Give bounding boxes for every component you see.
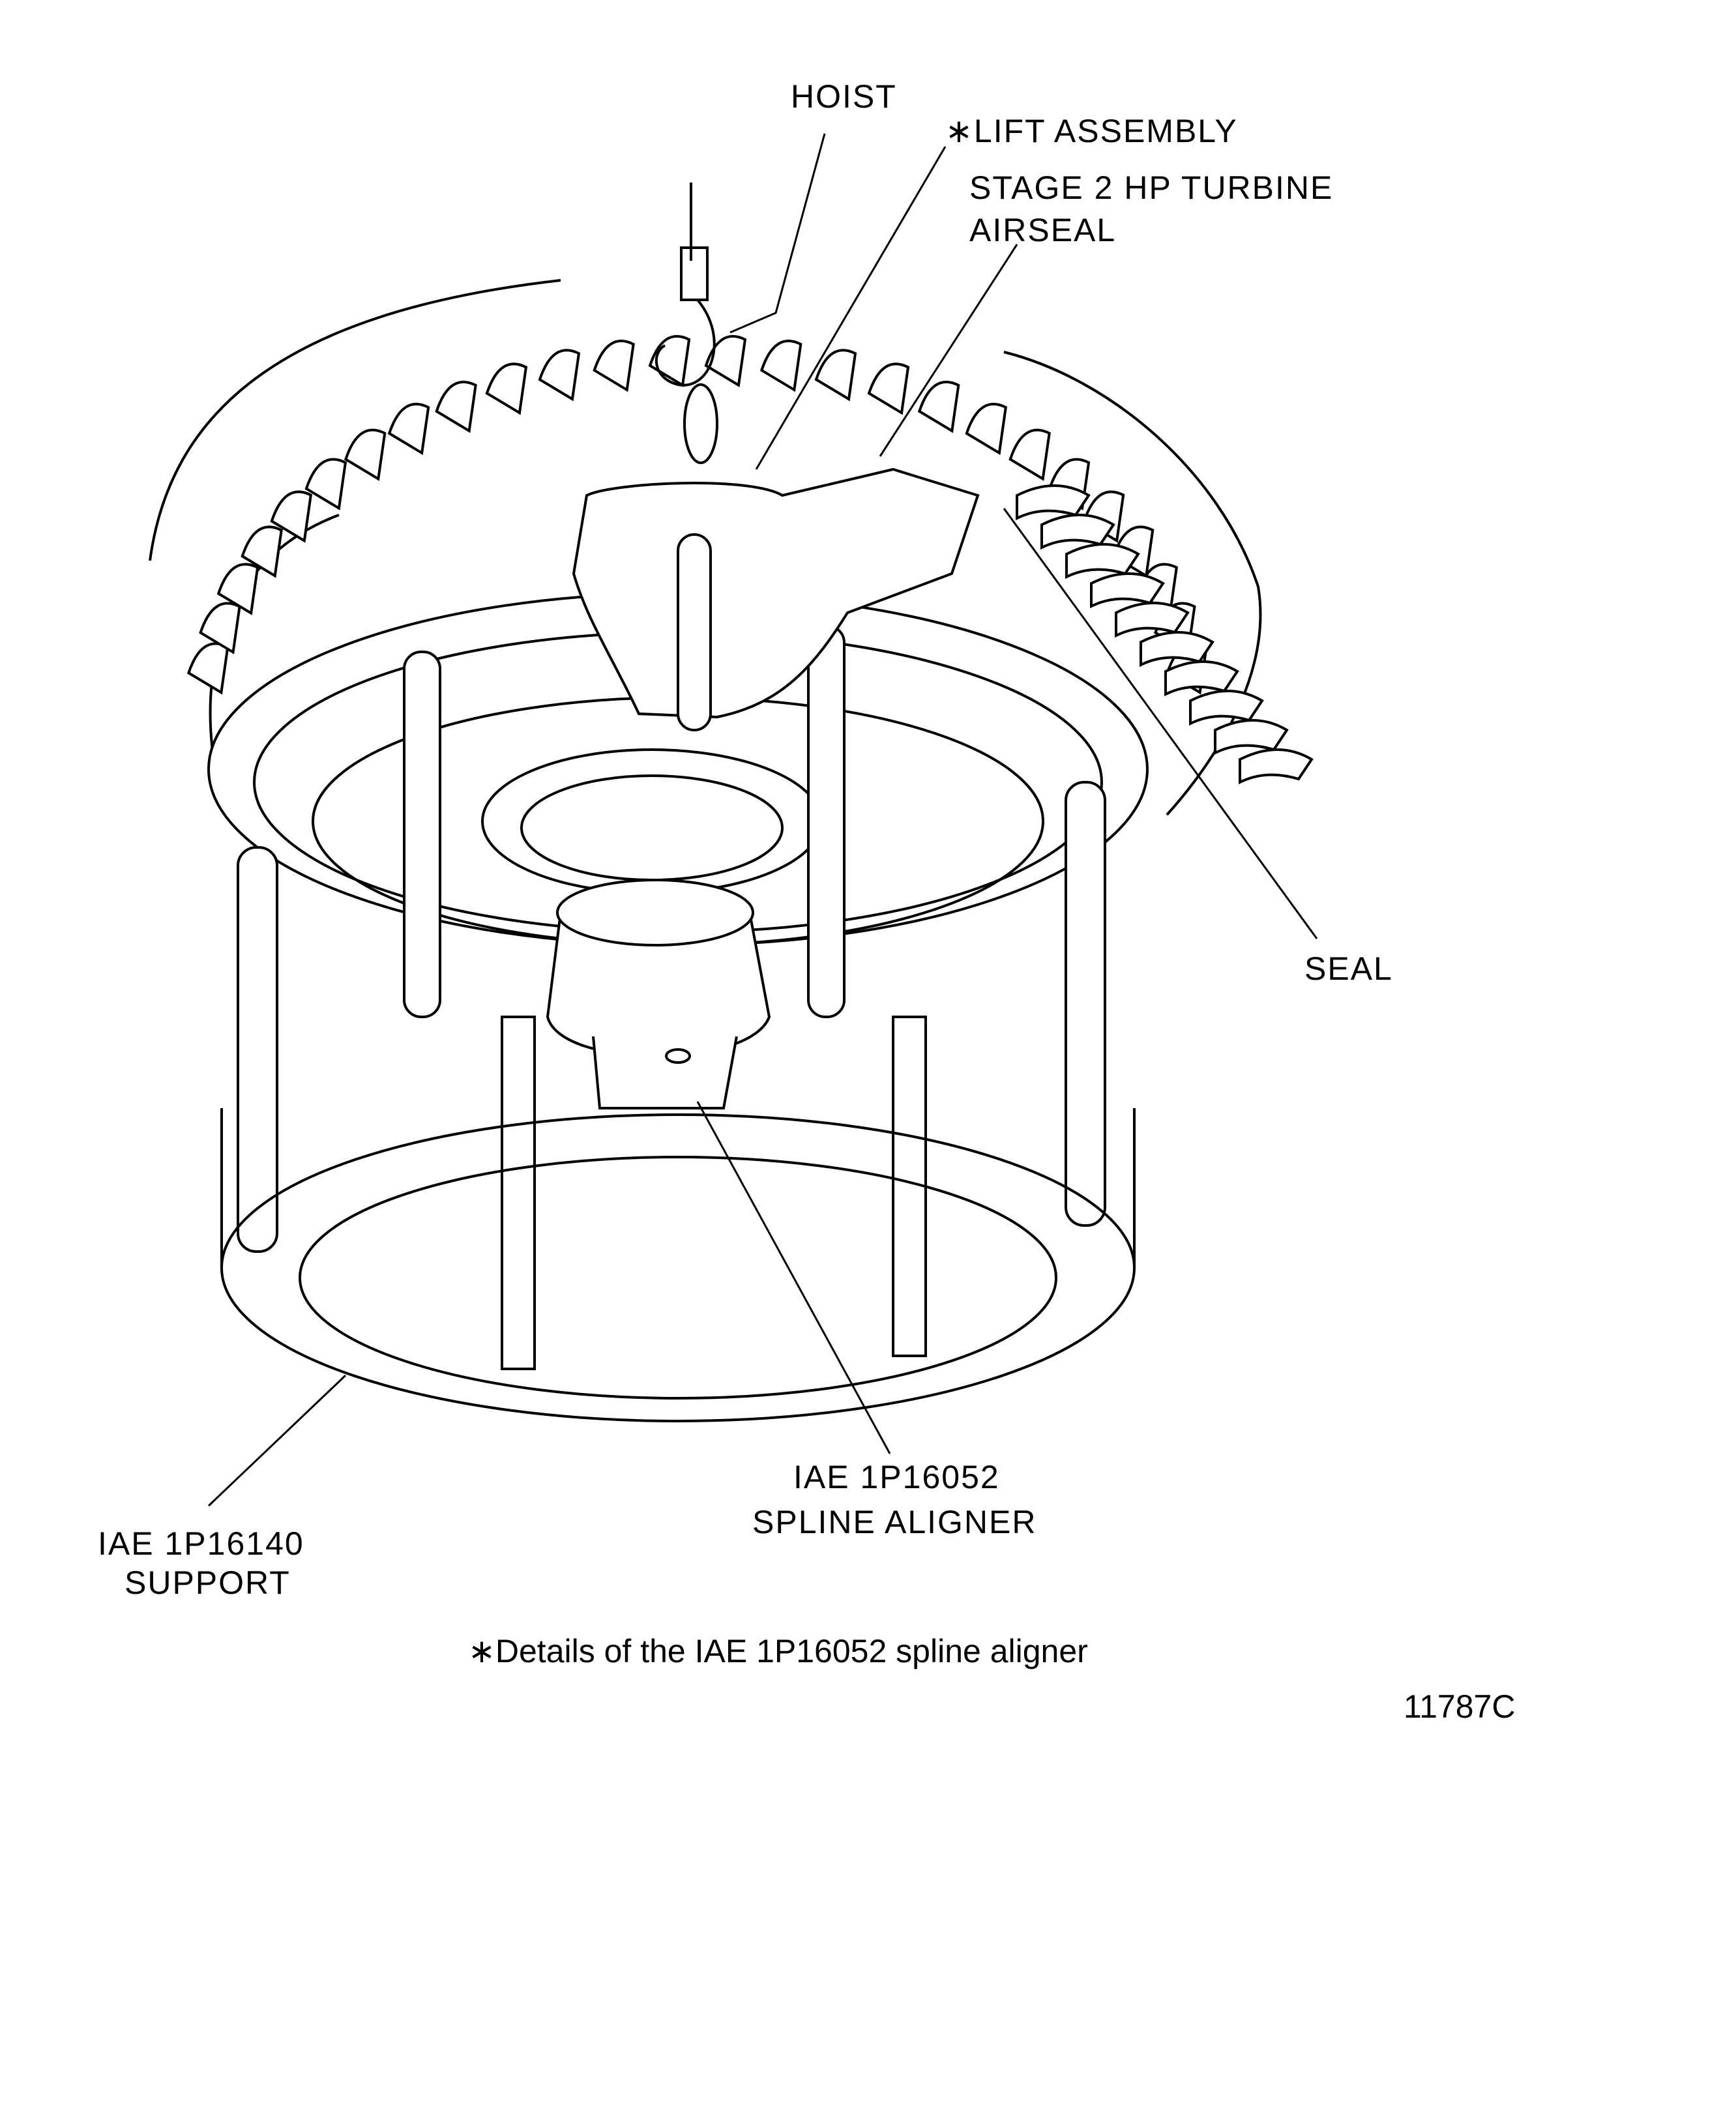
spline-aligner-drawing [546, 879, 771, 1109]
label-seal: SEAL [1304, 950, 1393, 987]
turbine-blade [1189, 690, 1264, 726]
figure-number: 11787C [1404, 1688, 1515, 1725]
turbine-blade [704, 335, 747, 388]
turbine-rotor-drawing [149, 279, 1314, 946]
label-airseal-line2: AIRSEAL [969, 212, 1116, 248]
lift-assembly-drawing [572, 183, 980, 731]
turbine-blade [1065, 543, 1140, 579]
label-support-line2: SUPPORT [125, 1564, 291, 1601]
label-hoist: HOIST [791, 78, 897, 115]
turbine-blade [1008, 428, 1051, 481]
turbine-blade [1082, 490, 1125, 543]
turbine-blade [867, 362, 910, 415]
turbine-blade [435, 381, 477, 433]
turbine-blade [241, 525, 283, 578]
turbine-blade [387, 403, 430, 456]
turbine-blade [1040, 514, 1115, 550]
label-aligner-line1: IAE 1P16052 [793, 1459, 1000, 1495]
turbine-blade [485, 362, 528, 415]
turbine-blade [814, 349, 857, 402]
turbine-blade [593, 340, 635, 392]
turbine-blade [1115, 602, 1190, 638]
turbine-blade [759, 340, 802, 392]
turbine-blade [344, 428, 387, 481]
turbine-blade [965, 403, 1008, 456]
footnote: ∗Details of the IAE 1P16052 spline align… [468, 1633, 1088, 1669]
turbine-blade [1090, 572, 1165, 609]
turbine-blade [1214, 719, 1289, 755]
turbine-blade [1016, 484, 1091, 521]
turbine-blade [186, 642, 229, 695]
turbine-blade [1164, 660, 1239, 697]
leader-lines [207, 133, 1318, 1507]
turbine-blade [1239, 748, 1314, 785]
label-airseal-line1: STAGE 2 HP TURBINE [969, 169, 1333, 206]
label-lift-assembly: ∗LIFT ASSEMBLY [945, 113, 1238, 149]
turbine-blade [538, 349, 581, 402]
turbine-blade [216, 563, 259, 615]
turbine-blade [917, 381, 960, 433]
support-fixture-drawing [220, 624, 1136, 1422]
label-aligner-line2: SPLINE ALIGNER [752, 1504, 1037, 1540]
label-support-line1: IAE 1P16140 [98, 1525, 304, 1562]
turbine-blade [1140, 631, 1214, 667]
turbine-blade [270, 490, 313, 543]
turbine-blade [304, 458, 347, 510]
